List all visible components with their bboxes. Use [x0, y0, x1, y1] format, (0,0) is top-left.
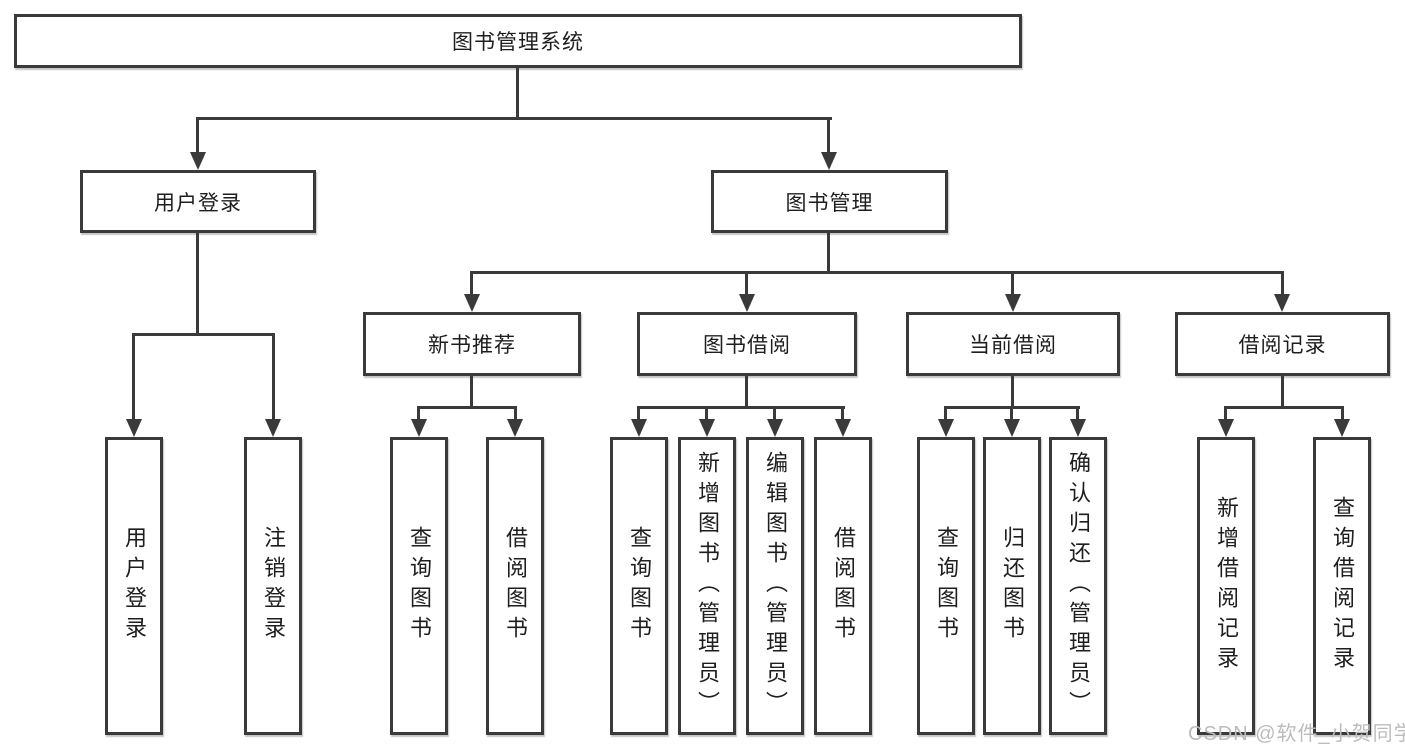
leaf-label: 借阅图书 [503, 526, 528, 646]
connector-drop [514, 406, 517, 421]
node-borrow-records: 借阅记录 [1175, 312, 1390, 376]
leaf-label: 查询图书 [407, 526, 432, 646]
leaf-label: 归还图书 [1000, 526, 1025, 646]
node-label: 图书管理系统 [452, 31, 584, 54]
leaf-confirm-return-admin: 确认归还（管理员） [1049, 437, 1107, 735]
node-library-management-system: 图书管理系统 [14, 14, 1022, 68]
connector-root-crossbar [196, 117, 832, 120]
leaf-add-borrow-record: 新增借阅记录 [1197, 437, 1255, 735]
arrowhead [767, 419, 783, 437]
leaf-label: 查询借阅记录 [1330, 496, 1355, 676]
leaf-query-borrow-record: 查询借阅记录 [1313, 437, 1371, 735]
connector-drop [1224, 406, 1227, 421]
arrowhead-user-login [190, 152, 206, 170]
connector-newbook-crossbar [417, 406, 517, 409]
leaf-edit-books-admin: 编辑图书（管理员） [746, 437, 804, 735]
connector-drop-current-borrow [1011, 271, 1014, 297]
leaf-user-login: 用户登录 [105, 437, 163, 735]
arrowhead-borrow-records [1274, 294, 1290, 312]
leaf-label: 新增借阅记录 [1214, 496, 1239, 676]
connector-drop-leaf-user-login [132, 333, 135, 421]
connector-drop [773, 406, 776, 421]
leaf-return-books: 归还图书 [983, 437, 1041, 735]
connector-userlogin-crossbar [132, 333, 275, 336]
connector-drop-book-borrow [745, 271, 748, 297]
node-label: 图书管理 [785, 191, 874, 215]
leaf-label: 确认归还（管理员） [1066, 451, 1091, 721]
arrowhead [1070, 419, 1086, 437]
connector-currentborrow-stem [1011, 376, 1014, 409]
csdn-watermark: CSDN @软件_小贺同学 [1188, 723, 1405, 745]
arrowhead-current-borrow [1005, 294, 1021, 312]
node-new-book-recommend: 新书推荐 [363, 312, 581, 376]
connector-drop [944, 406, 947, 421]
connector-newbook-stem [470, 376, 473, 409]
arrowhead [507, 419, 523, 437]
connector-root-stem [516, 68, 519, 120]
arrowhead [1218, 419, 1234, 437]
arrowhead [411, 419, 427, 437]
connector-drop-new-book [470, 271, 473, 297]
leaf-label: 用户登录 [122, 526, 147, 646]
node-label: 新书推荐 [428, 334, 516, 357]
leaf-borrow-books-1: 借阅图书 [486, 437, 544, 735]
arrowhead-book-management [821, 152, 837, 170]
connector-drop [841, 406, 844, 421]
connector-bookborrow-stem [745, 376, 748, 409]
node-book-borrow: 图书借阅 [637, 312, 857, 376]
arrowhead-book-borrow [739, 294, 755, 312]
connector-drop-borrow-records [1281, 271, 1284, 297]
arrowhead-new-book [464, 294, 480, 312]
leaf-label: 新增图书（管理员） [695, 451, 720, 721]
connector-drop-leaf-logout [272, 333, 275, 421]
connector-drop [1076, 406, 1079, 421]
connector-drop [1010, 406, 1013, 421]
leaf-label: 查询图书 [934, 526, 959, 646]
connector-bookmgmt-crossbar [470, 271, 1284, 274]
node-label: 借阅记录 [1238, 334, 1327, 357]
connector-drop [705, 406, 708, 421]
leaf-label: 编辑图书（管理员） [763, 451, 788, 721]
connector-drop [417, 406, 420, 421]
leaf-query-books-1: 查询图书 [390, 437, 448, 735]
connector-drop-user-login [196, 117, 199, 155]
arrowhead [835, 419, 851, 437]
node-book-management-branch: 图书管理 [711, 170, 948, 233]
leaf-label: 借阅图书 [831, 526, 856, 646]
leaf-query-books-2: 查询图书 [610, 437, 668, 735]
arrowhead-leaf-logout [265, 419, 281, 437]
arrowhead [1004, 419, 1020, 437]
node-label: 当前借阅 [969, 334, 1057, 357]
leaf-add-books-admin: 新增图书（管理员） [678, 437, 736, 735]
arrowhead [631, 419, 647, 437]
node-label: 用户登录 [154, 191, 242, 215]
connector-drop [1341, 406, 1344, 421]
node-current-borrow: 当前借阅 [906, 312, 1120, 376]
leaf-borrow-books-2: 借阅图书 [814, 437, 872, 735]
connector-drop-book-management [827, 117, 830, 155]
connector-bookmgmt-stem [827, 233, 830, 274]
arrowhead [938, 419, 954, 437]
connector-userlogin-stem [196, 233, 199, 336]
node-label: 图书借阅 [703, 334, 791, 357]
arrowhead-leaf-user-login [126, 419, 142, 437]
leaf-logout: 注销登录 [244, 437, 302, 735]
node-user-login-branch: 用户登录 [80, 170, 316, 233]
leaf-label: 注销登录 [261, 526, 286, 646]
arrowhead [1334, 419, 1350, 437]
connector-records-crossbar [1224, 406, 1344, 409]
arrowhead [699, 419, 715, 437]
connector-bookborrow-crossbar [637, 406, 845, 409]
connector-records-stem [1281, 376, 1284, 409]
leaf-query-books-3: 查询图书 [917, 437, 975, 735]
connector-drop [637, 406, 640, 421]
leaf-label: 查询图书 [627, 526, 652, 646]
